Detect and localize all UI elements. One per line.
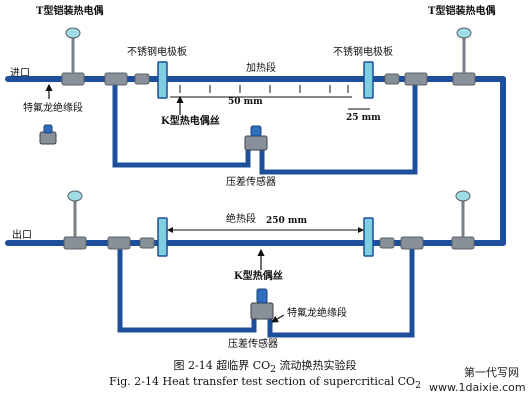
dp-transducer-top	[244, 125, 268, 151]
thermocouple-label-left: T型铠装热电偶	[36, 6, 104, 17]
dp-transducer-side	[39, 124, 57, 145]
adiabatic-section-label: 绝热段	[226, 214, 256, 225]
top-section	[5, 27, 506, 246]
thermocouple-label-right: T型铠装热电偶	[428, 6, 496, 17]
pipe-fitting	[107, 236, 131, 250]
thermocouple-left	[65, 27, 81, 73]
heating-section-label: 加热段	[246, 63, 276, 74]
inlet-label: 进口	[10, 68, 30, 79]
top-dp-return-pipe-right	[259, 89, 418, 175]
watermark-line1: 第一代写网	[464, 366, 519, 379]
adiabatic-length-label: 250 mm	[266, 216, 307, 226]
electrode-plate-left	[157, 61, 168, 99]
k-wire-label-bottom: K型热偶丝	[234, 271, 283, 282]
dp-transducer-bottom	[250, 288, 274, 320]
electrode-plate-bottom-left	[157, 217, 168, 257]
pipe-fitting	[452, 72, 476, 86]
electrode-plate-bottom-right	[363, 217, 374, 257]
electrode-label-right: 不锈钢电极板	[333, 47, 393, 58]
watermark-line2: www.1daixie.com	[429, 381, 526, 394]
outlet-label: 出口	[12, 230, 32, 241]
dp-transducer-label-bottom: 压差传感器	[228, 339, 278, 350]
bottom-dp-return-pipe-right	[267, 251, 415, 338]
bottom-dp-return-pipe	[117, 251, 257, 333]
thermocouple-right	[456, 27, 472, 73]
dp-transducer-label-top: 压差传感器	[226, 177, 276, 188]
pipe-fitting	[63, 236, 87, 250]
pipe-fitting	[451, 236, 475, 250]
pipe-fitting	[61, 72, 85, 86]
electrode-plate-right	[363, 61, 374, 99]
caption-english: Fig. 2-14 Heat transfer test section of …	[109, 375, 421, 392]
caption-chinese: 图 2-14 超临界 CO2 流动换热实验段	[173, 359, 357, 376]
bottom-section	[5, 190, 506, 338]
pipe-fitting	[400, 236, 424, 250]
teflon-arrow-bottom	[270, 314, 285, 323]
top-dp-return-pipe	[112, 89, 251, 168]
teflon-label-top: 特氟龙绝缘段	[23, 103, 83, 114]
pipe-fitting	[384, 73, 400, 85]
pipe-fitting	[134, 73, 150, 85]
k-wire-label-top: K型热电偶丝	[161, 116, 220, 127]
pipe-fitting	[104, 72, 128, 86]
thermocouple-bottom-left	[67, 190, 83, 237]
teflon-label-bottom: 特氟龙绝缘段	[287, 308, 347, 319]
electrode-label-left: 不锈钢电极板	[127, 47, 187, 58]
pipe-fitting	[139, 237, 155, 249]
spacing-50mm-label: 50 mm	[228, 97, 263, 107]
thermocouple-points	[179, 85, 349, 93]
pipe-fitting	[379, 237, 395, 249]
pipe-fitting	[404, 72, 428, 86]
spacing-25mm-label: 25 mm	[346, 113, 381, 123]
thermocouple-bottom-right	[455, 190, 471, 237]
